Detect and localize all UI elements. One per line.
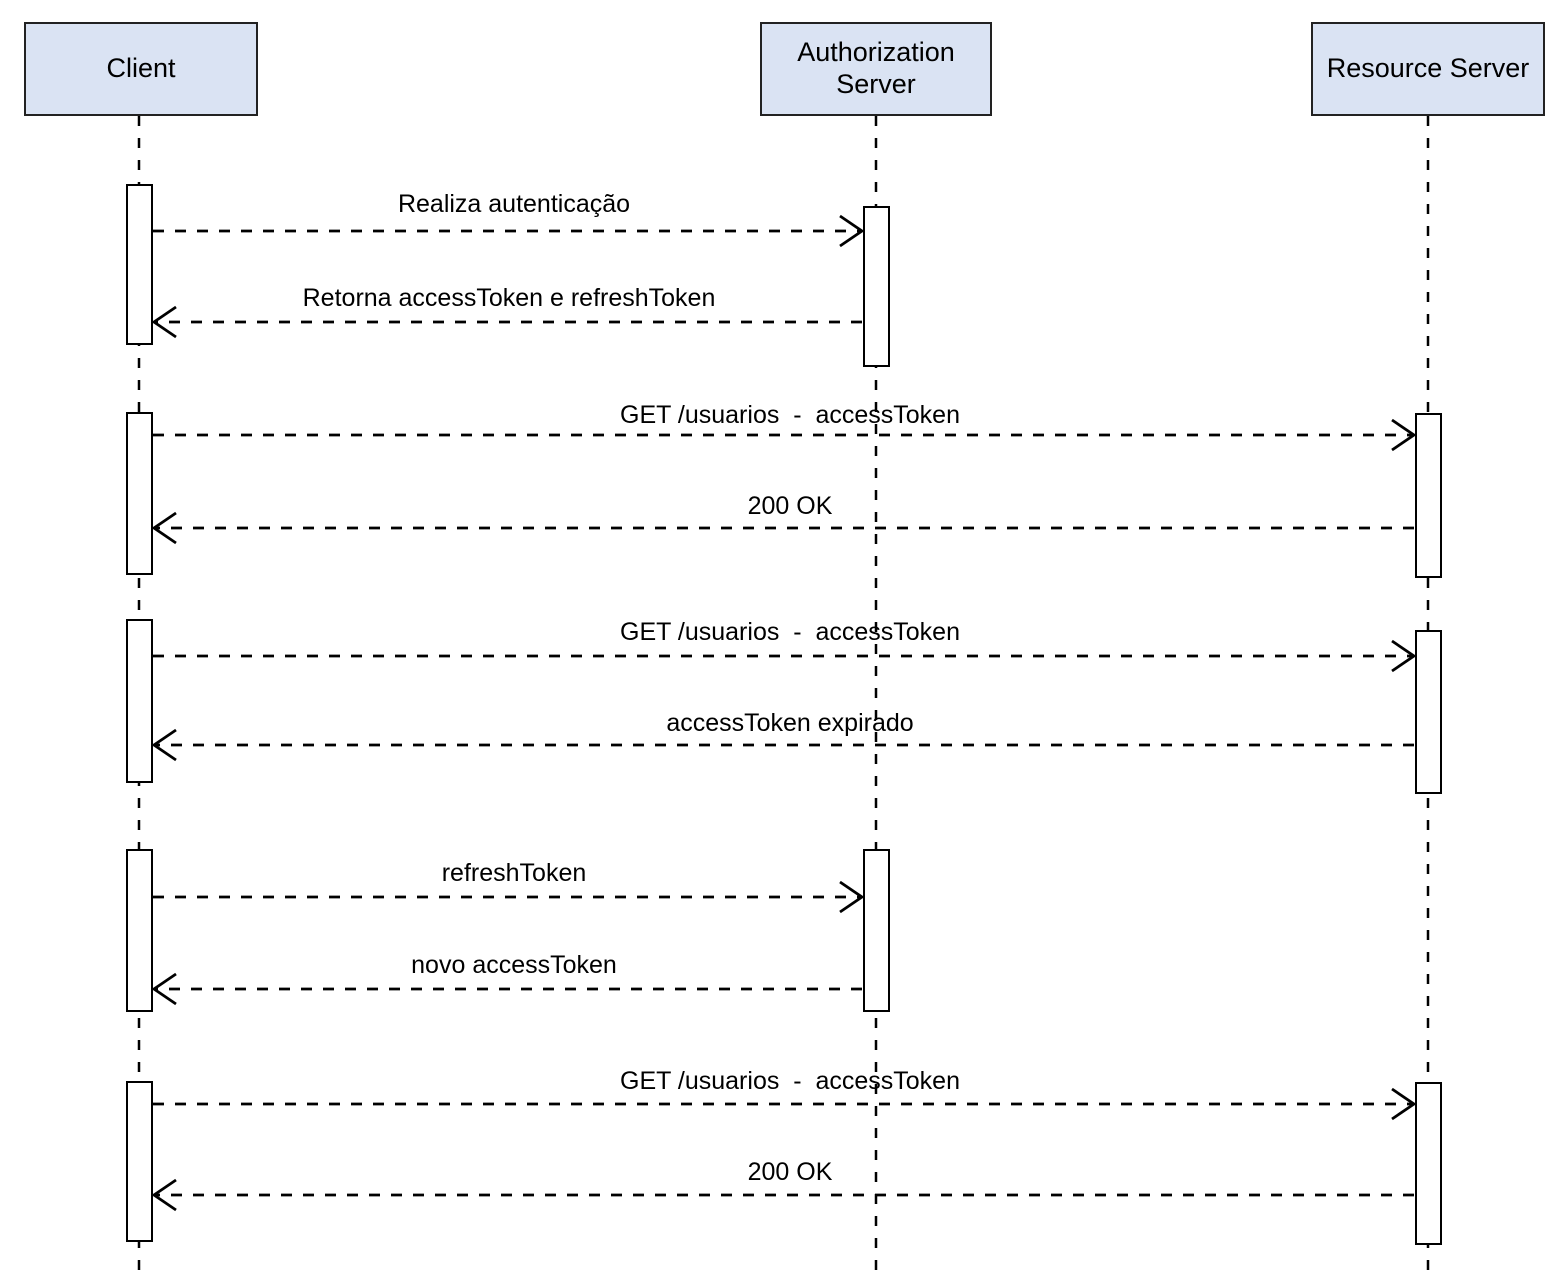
message-arrowhead-msg-4 <box>151 511 177 545</box>
participant-label-auth: Authorization Server <box>797 37 955 99</box>
message-label-msg-5: GET /usuarios - accessToken <box>620 618 960 646</box>
participant-label-resource: Resource Server <box>1326 53 1530 84</box>
message-label-msg-2: Retorna accessToken e refreshToken <box>302 284 716 312</box>
message-arrowhead-msg-1 <box>839 214 865 248</box>
participant-box-resource[interactable]: Resource Server <box>1311 22 1545 116</box>
message-label-msg-3: GET /usuarios - accessToken <box>620 401 960 429</box>
activation-bar-resource[interactable] <box>1415 630 1442 794</box>
message-arrowhead-msg-8 <box>151 972 177 1006</box>
participant-box-client[interactable]: Client <box>24 22 258 116</box>
message-arrowhead-msg-3 <box>1391 418 1417 452</box>
message-label-msg-1: Realiza autenticação <box>397 190 631 218</box>
participant-box-auth[interactable]: Authorization Server <box>760 22 992 116</box>
message-arrowhead-msg-2 <box>151 305 177 339</box>
message-label-msg-10: 200 OK <box>747 1158 833 1186</box>
message-label-msg-9: GET /usuarios - accessToken <box>620 1067 960 1095</box>
messages-layer <box>151 214 1417 1212</box>
message-label-msg-4: 200 OK <box>747 492 833 520</box>
message-arrowhead-msg-9 <box>1391 1087 1417 1121</box>
activation-bar-auth[interactable] <box>863 849 890 1012</box>
activation-bar-auth[interactable] <box>863 206 890 367</box>
activation-bar-client[interactable] <box>126 849 153 1012</box>
activation-bar-resource[interactable] <box>1415 413 1442 578</box>
participant-label-client: Client <box>106 53 176 84</box>
message-label-msg-6: accessToken expirado <box>666 709 914 737</box>
message-arrowhead-msg-5 <box>1391 639 1417 673</box>
message-arrowhead-msg-7 <box>839 880 865 914</box>
message-label-msg-7: refreshToken <box>441 859 587 887</box>
activation-bar-client[interactable] <box>126 184 153 345</box>
activation-bar-client[interactable] <box>126 619 153 783</box>
message-label-msg-8: novo accessToken <box>411 951 617 979</box>
message-arrowhead-msg-10 <box>151 1178 177 1212</box>
activation-bar-resource[interactable] <box>1415 1082 1442 1245</box>
activation-bar-client[interactable] <box>126 1081 153 1242</box>
activation-bar-client[interactable] <box>126 412 153 575</box>
message-arrowhead-msg-6 <box>151 728 177 762</box>
